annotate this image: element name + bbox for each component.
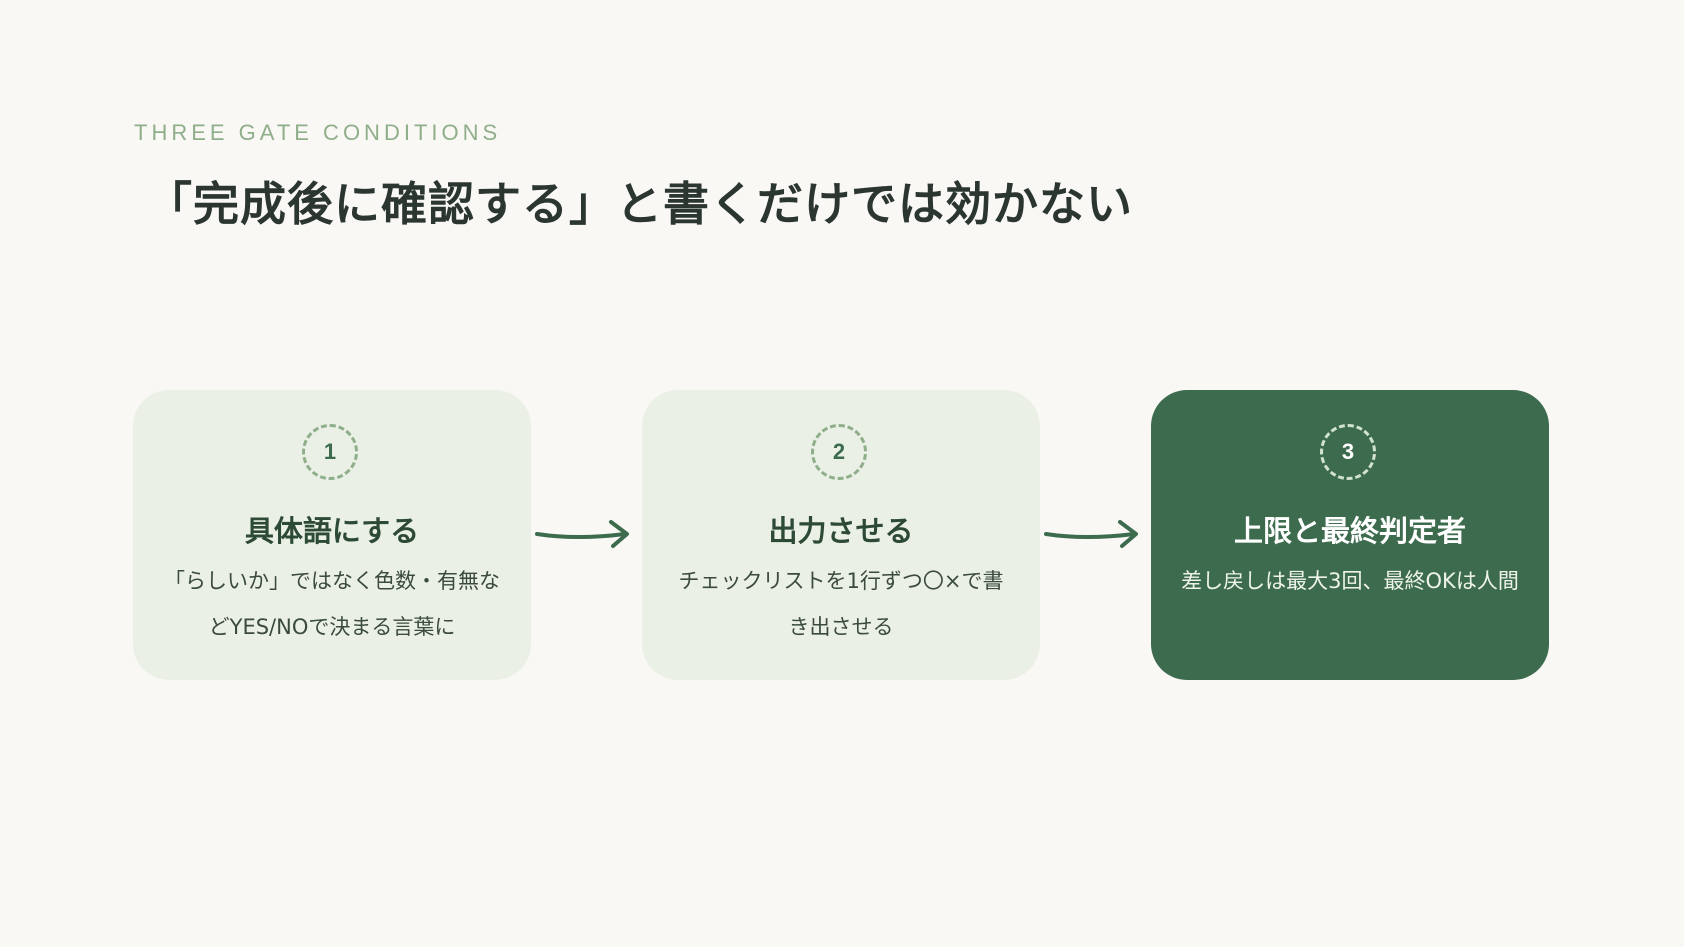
step-description: 差し戻しは最大3回、最終OKは人間 xyxy=(1181,569,1519,593)
step-title: 具体語にする xyxy=(244,514,420,548)
step-number-badge: 2 xyxy=(811,424,867,480)
step-number-badge: 1 xyxy=(302,424,358,480)
page-title: 「完成後に確認する」と書くだけでは効かない xyxy=(146,177,1133,231)
arrow-right-icon xyxy=(1044,520,1138,548)
step-number-badge: 3 xyxy=(1320,424,1376,480)
step-card-3: 3 上限と最終判定者 差し戻しは最大3回、最終OKは人間 xyxy=(1151,390,1549,680)
step-card-1: 1 具体語にする 「らしいか」ではなく色数・有無などYES/NOで決まる言葉に xyxy=(133,390,531,680)
step-description: 「らしいか」ではなく色数・有無などYES/NOで決まる言葉に xyxy=(164,569,500,639)
arrow-right-icon xyxy=(535,520,629,548)
step-description: チェックリストを1行ずつ〇×で書き出させる xyxy=(678,569,1004,639)
step-title: 上限と最終判定者 xyxy=(1233,514,1466,548)
step-title: 出力させる xyxy=(768,514,914,548)
eyebrow-label: THREE GATE CONDITIONS xyxy=(134,120,502,145)
step-card-2: 2 出力させる チェックリストを1行ずつ〇×で書き出させる xyxy=(642,390,1040,680)
